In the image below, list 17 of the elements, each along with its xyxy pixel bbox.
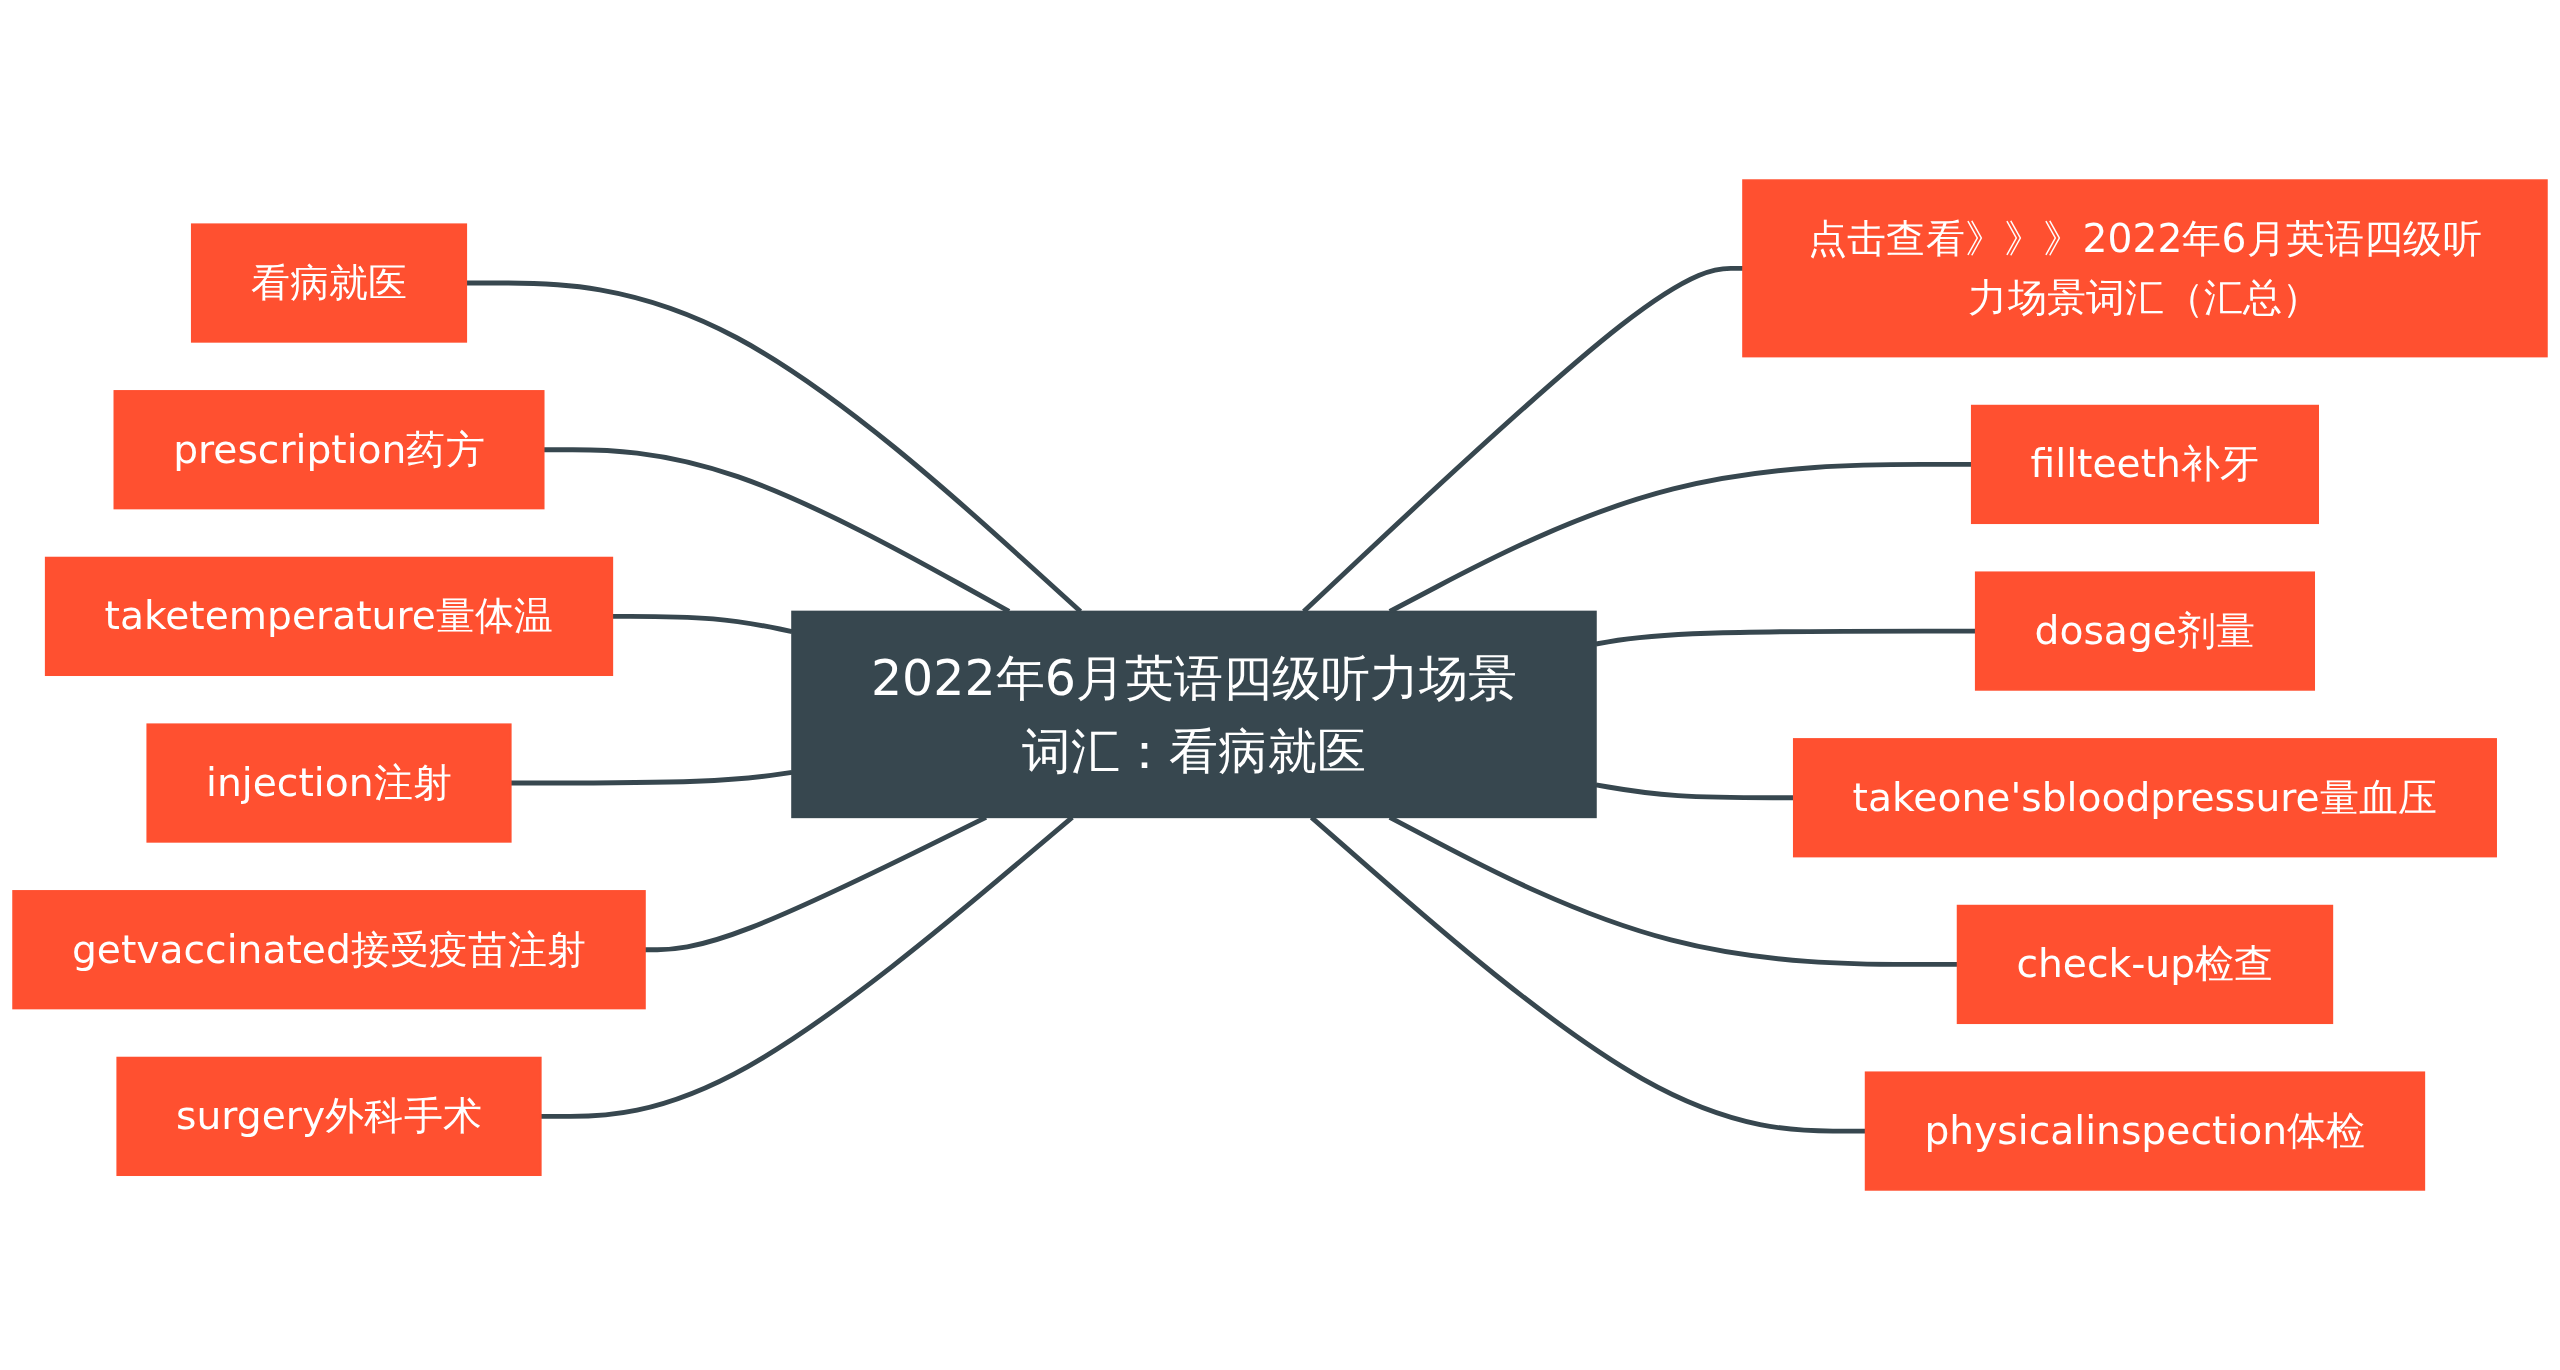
node-box: check-up检查: [1956, 904, 2334, 1025]
node-box: dosage剂量: [1974, 571, 2315, 691]
node-box: taketemperature量体温: [44, 556, 614, 676]
node-box: takeone'sbloodpressure量血压: [1792, 738, 2497, 858]
connector: [1595, 628, 1976, 647]
node-box: getvaccinated接受疫苗注射: [12, 890, 646, 1010]
connector: [510, 770, 793, 786]
connector: [1595, 782, 1794, 801]
node-box: prescription药方: [113, 390, 545, 510]
connector: [612, 613, 793, 634]
node-box: physicalinspection体检: [1864, 1071, 2426, 1191]
node-box: 点击查看》》》2022年6月英语四级听力场景词汇（汇总）: [1742, 179, 2548, 358]
node-box: surgery外科手术: [116, 1056, 542, 1176]
node-box: injection注射: [146, 723, 512, 843]
node-box: 2022年6月英语四级听力场景词汇：看病就医: [791, 610, 1597, 819]
node-box: fillteeth补牙: [1970, 404, 2319, 525]
node-box: 看病就医: [190, 223, 468, 343]
